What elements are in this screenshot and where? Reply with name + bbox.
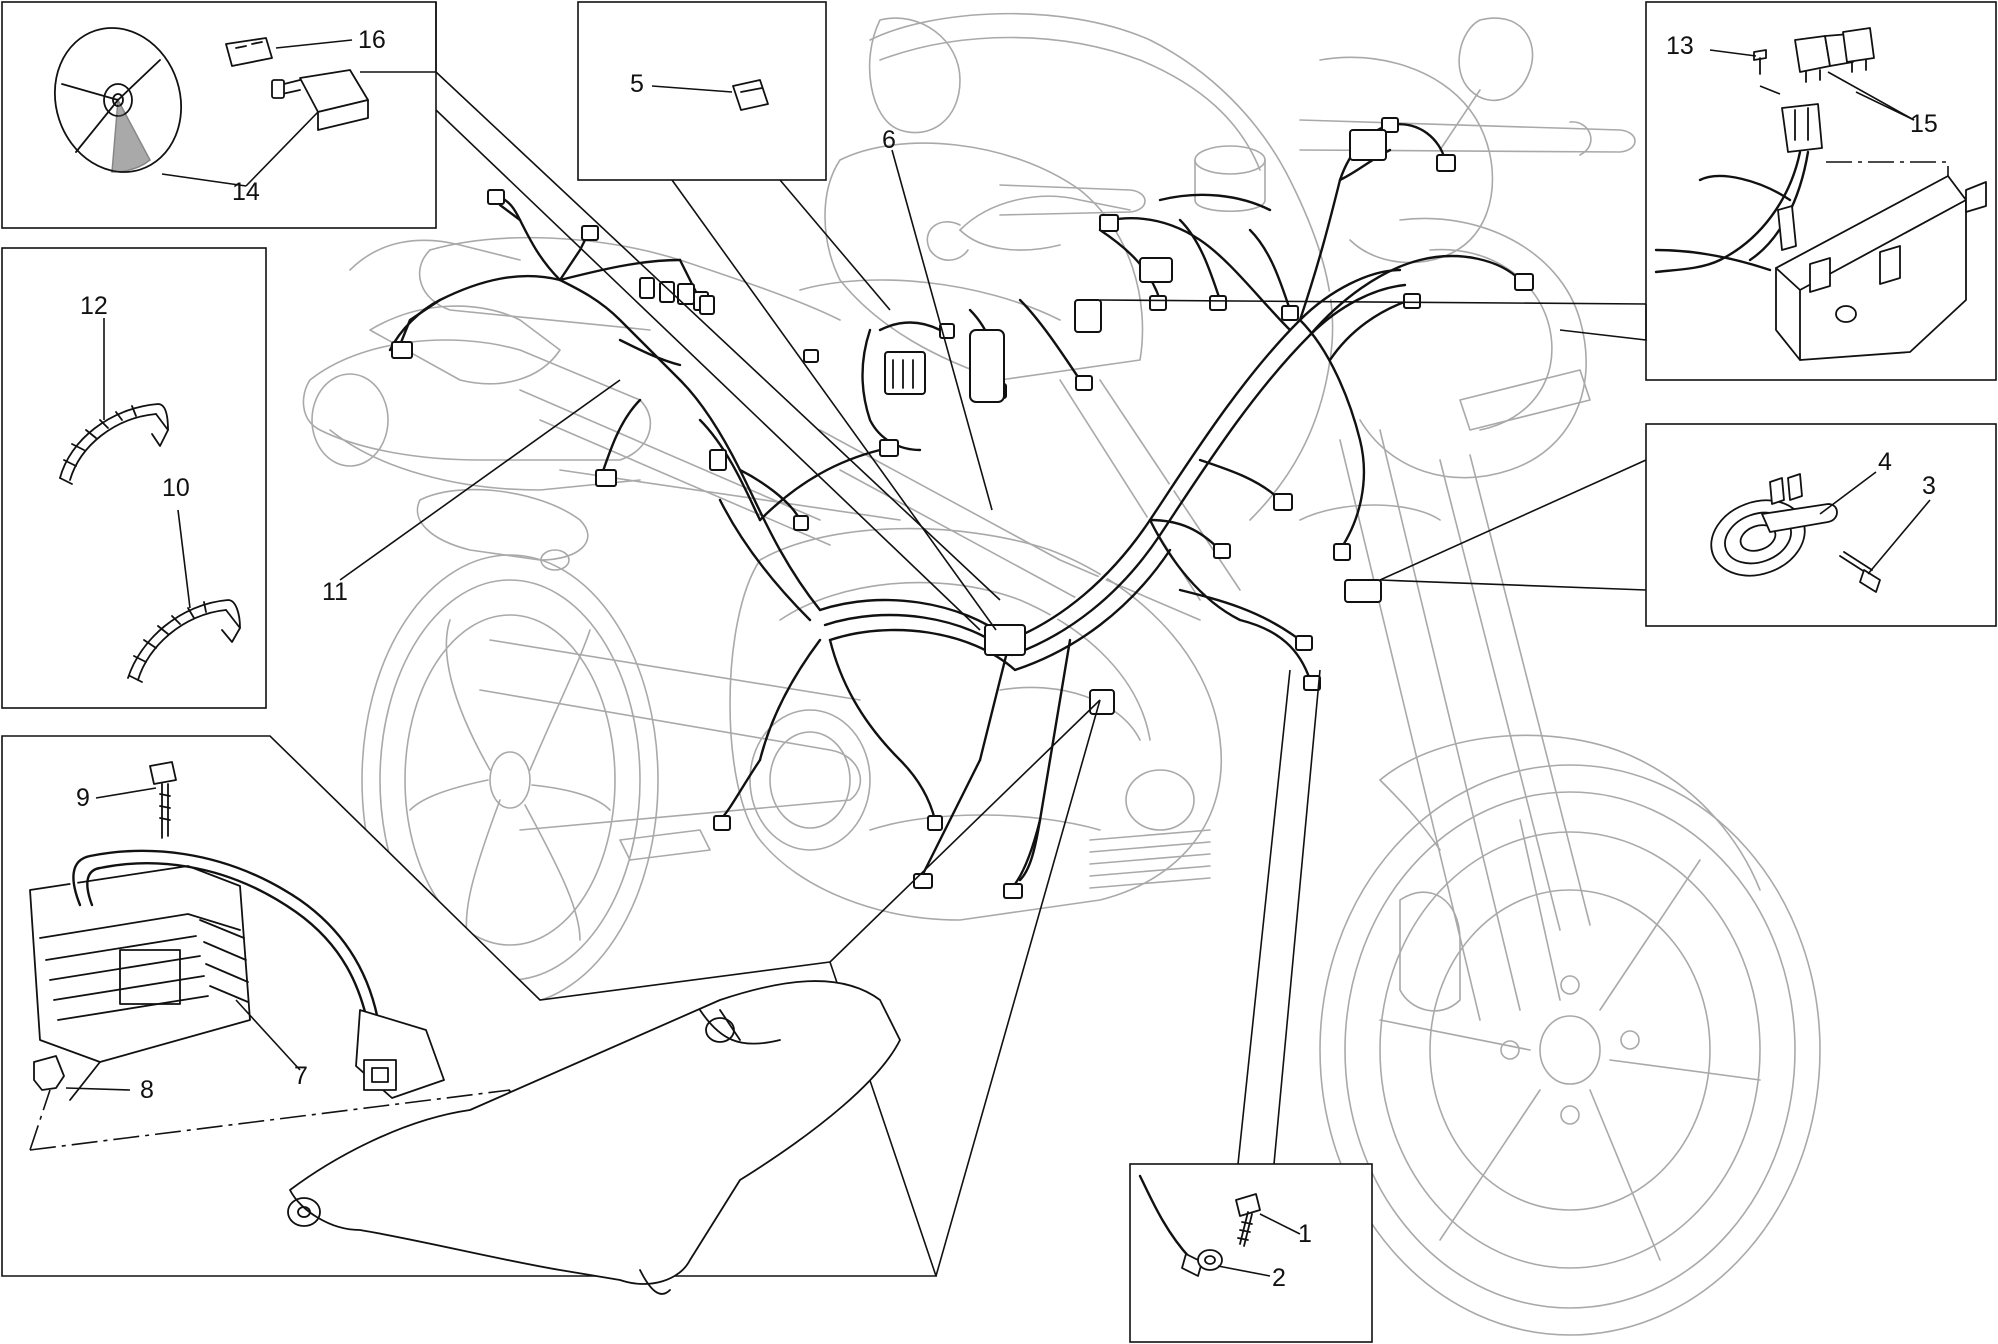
callout-1: 1 bbox=[1298, 1220, 1312, 1248]
callout-10: 10 bbox=[162, 474, 190, 502]
callout-13: 13 bbox=[1666, 32, 1694, 60]
inset-ground-bolt bbox=[1129, 1163, 1373, 1343]
inset-voltage-regulator bbox=[1, 735, 938, 1295]
inset-relays-and-bracket bbox=[1645, 1, 1997, 381]
callout-7: 7 bbox=[294, 1062, 308, 1090]
inset-cable-ties bbox=[1, 247, 267, 709]
callout-14-15: 15 bbox=[1910, 110, 1938, 138]
callout-12: 12 bbox=[80, 292, 108, 320]
callout-9: 9 bbox=[76, 784, 90, 812]
leader-lines bbox=[65, 2, 1931, 1277]
callout-5: 5 bbox=[630, 70, 644, 98]
callout-6: 6 bbox=[882, 126, 896, 154]
inset-software-cd-and-diagnostic-connector bbox=[1, 1, 437, 229]
inset-fuse bbox=[577, 1, 827, 181]
callout-2: 2 bbox=[1272, 1264, 1286, 1292]
callout-8: 8 bbox=[140, 1076, 154, 1104]
motorcycle-outline bbox=[302, 12, 1821, 1336]
harness-connectors bbox=[391, 117, 1534, 899]
callout-16: 16 bbox=[358, 26, 386, 54]
callout-14: 14 bbox=[232, 178, 260, 206]
callout-11: 11 bbox=[322, 578, 348, 606]
callout-3: 3 bbox=[1922, 472, 1936, 500]
callout-labels: 1 2 3 4 5 6 7 8 9 10 11 12 13 15 14 16 bbox=[76, 26, 1938, 1292]
callout-4: 4 bbox=[1878, 448, 1892, 476]
inset-horn bbox=[1645, 423, 1997, 627]
